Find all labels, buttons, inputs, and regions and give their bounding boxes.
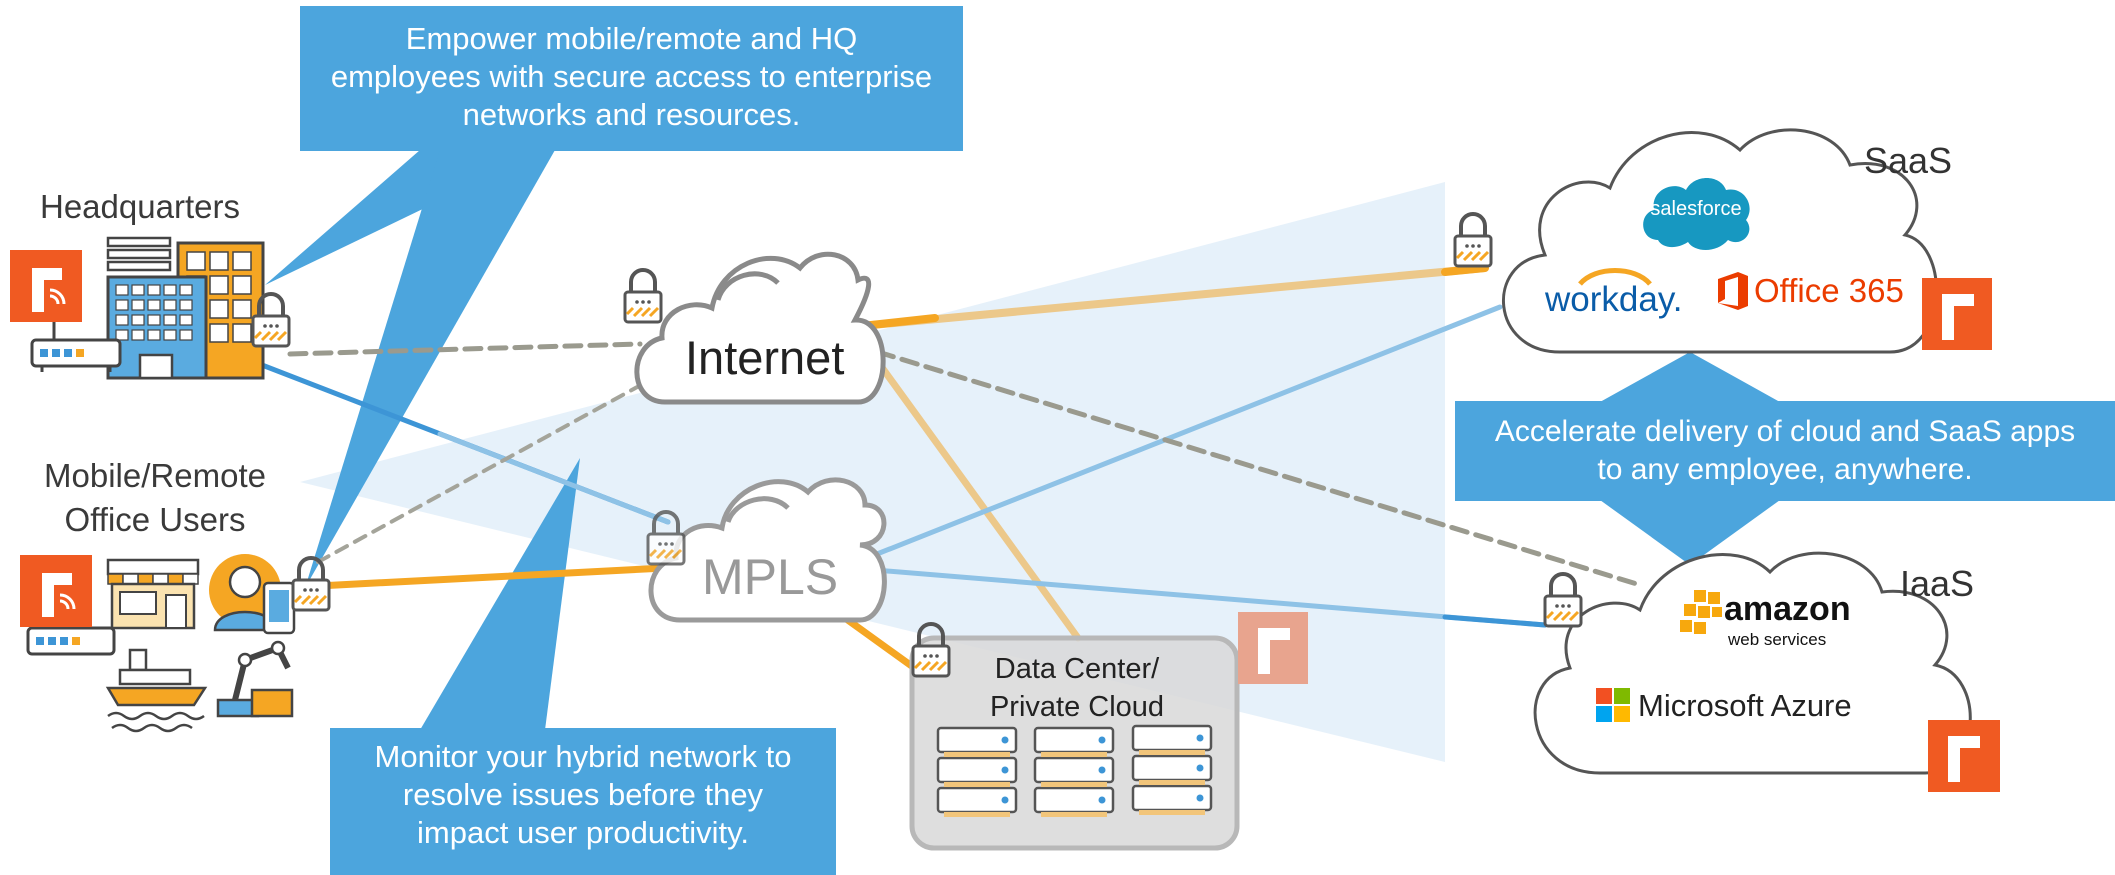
link-mpls-iaas (872, 567, 1548, 628)
mobile-label-line-1: Mobile/Remote (44, 457, 266, 494)
connection-lines (259, 264, 1643, 676)
workday-arc-icon (1578, 268, 1652, 286)
mobile-label: Mobile/Remote Office Users (36, 454, 274, 542)
top-callout-pointer-2 (305, 150, 555, 588)
hq-label: Headquarters (40, 188, 240, 225)
datacenter-label: Data Center/ Private Cloud (962, 650, 1192, 726)
iaas-cloud-icon (1533, 551, 1972, 775)
top-callout: Empower mobile/remote and HQ employees w… (300, 6, 963, 151)
link-mobile-internet (316, 378, 652, 564)
server-racks (936, 724, 1213, 817)
datacenter-label-line-2: Private Cloud (989, 691, 1165, 723)
salesforce-logo: salesforce (1636, 170, 1756, 254)
server-rack-icon-3 (1131, 724, 1213, 815)
lock-icon (250, 290, 292, 350)
link-internet-saas-accent (858, 314, 939, 330)
azure-text: Microsoft Azure (1638, 688, 1852, 723)
right-callout-line-2: to any employee, anywhere. (1597, 453, 1973, 486)
server-rack-icon-1 (936, 726, 1018, 817)
phone-icon (262, 581, 296, 635)
ship-icon (105, 648, 208, 733)
aws-subtext: web services (1728, 630, 1827, 649)
robot-arm-icon (216, 640, 294, 718)
top-callout-line-2: employees with secure access to enterpri… (330, 59, 933, 94)
office-icon (1718, 272, 1748, 310)
link-mpls-saas (869, 304, 1503, 559)
internet-cloud-icon (634, 251, 886, 405)
office365-logo: Office 365 (1716, 268, 1906, 314)
right-callout-pointer-top (1600, 352, 1780, 402)
aws-text: amazon (1724, 590, 1851, 628)
bottom-callout-pointer (420, 458, 580, 730)
bottom-callout: Monitor your hybrid network to resolve i… (330, 728, 836, 875)
salesforce-text: salesforce (1650, 198, 1742, 220)
link-saas-accent (1441, 264, 1489, 276)
right-callout: Accelerate delivery of cloud and SaaS ap… (1455, 401, 2115, 501)
link-internet-datacenter (874, 358, 1082, 642)
lock-icon (910, 620, 952, 680)
right-callout-line-1: Accelerate delivery of cloud and SaaS ap… (1494, 415, 2076, 448)
salesforce-cloud-icon (1643, 178, 1750, 250)
datacenter-appliance-logo-icon (1238, 612, 1308, 684)
mpls-label: MPLS (702, 549, 839, 605)
lock-icon (290, 554, 332, 614)
store-icon (106, 558, 200, 630)
bottom-callout-line-1: Monitor your hybrid network to (374, 739, 792, 774)
mobile-label-line-2: Office Users (64, 501, 246, 538)
hq-router-icon (30, 310, 122, 372)
top-callout-line-3: networks and resources. (462, 97, 801, 132)
workday-logo: workday. (1545, 262, 1685, 322)
iaas-label: IaaS (1900, 563, 1975, 604)
link-hq-internet (287, 341, 643, 357)
iaas-appliance-logo-icon (1928, 720, 2000, 792)
bottom-callout-line-2: resolve issues before they (402, 777, 764, 812)
lock-icon (1452, 210, 1494, 270)
lock-icon (1542, 570, 1584, 630)
coverage-fan (300, 182, 1445, 762)
link-mpls-datacenter (841, 614, 924, 676)
top-callout-line-1: Empower mobile/remote and HQ (405, 21, 858, 56)
internet-cloud-arc (715, 271, 780, 301)
aws-logo: amazon web services (1680, 588, 1860, 658)
building-icon (106, 236, 265, 380)
link-mobile-mpls (314, 564, 669, 590)
workday-text: workday. (1545, 280, 1683, 319)
link-internet-saas (858, 264, 1489, 330)
lock-icon (645, 508, 687, 568)
saas-label: SaaS (1864, 140, 1953, 181)
office365-text: Office 365 (1754, 272, 1904, 309)
router-logo-icon (10, 250, 82, 322)
router-logo-icon (20, 555, 92, 627)
aws-cubes-icon (1680, 590, 1722, 634)
lock-icon (622, 266, 664, 326)
link-mpls-iaas-accent (1442, 614, 1548, 628)
right-callout-pointer-bottom (1600, 500, 1780, 565)
azure-logo: Microsoft Azure (1596, 686, 1856, 726)
mpls-cloud-arc (725, 496, 790, 523)
bottom-callout-line-3: impact user productivity. (417, 815, 749, 850)
internet-label: Internet (685, 331, 845, 384)
server-rack-icon-2 (1033, 726, 1115, 817)
microsoft-icon (1596, 688, 1630, 722)
link-internet-iaas (875, 349, 1643, 588)
saas-appliance-logo-icon (1922, 278, 1992, 350)
datacenter-label-line-1: Data Center/ (994, 653, 1160, 685)
link-hq-mpls-light (437, 431, 671, 525)
